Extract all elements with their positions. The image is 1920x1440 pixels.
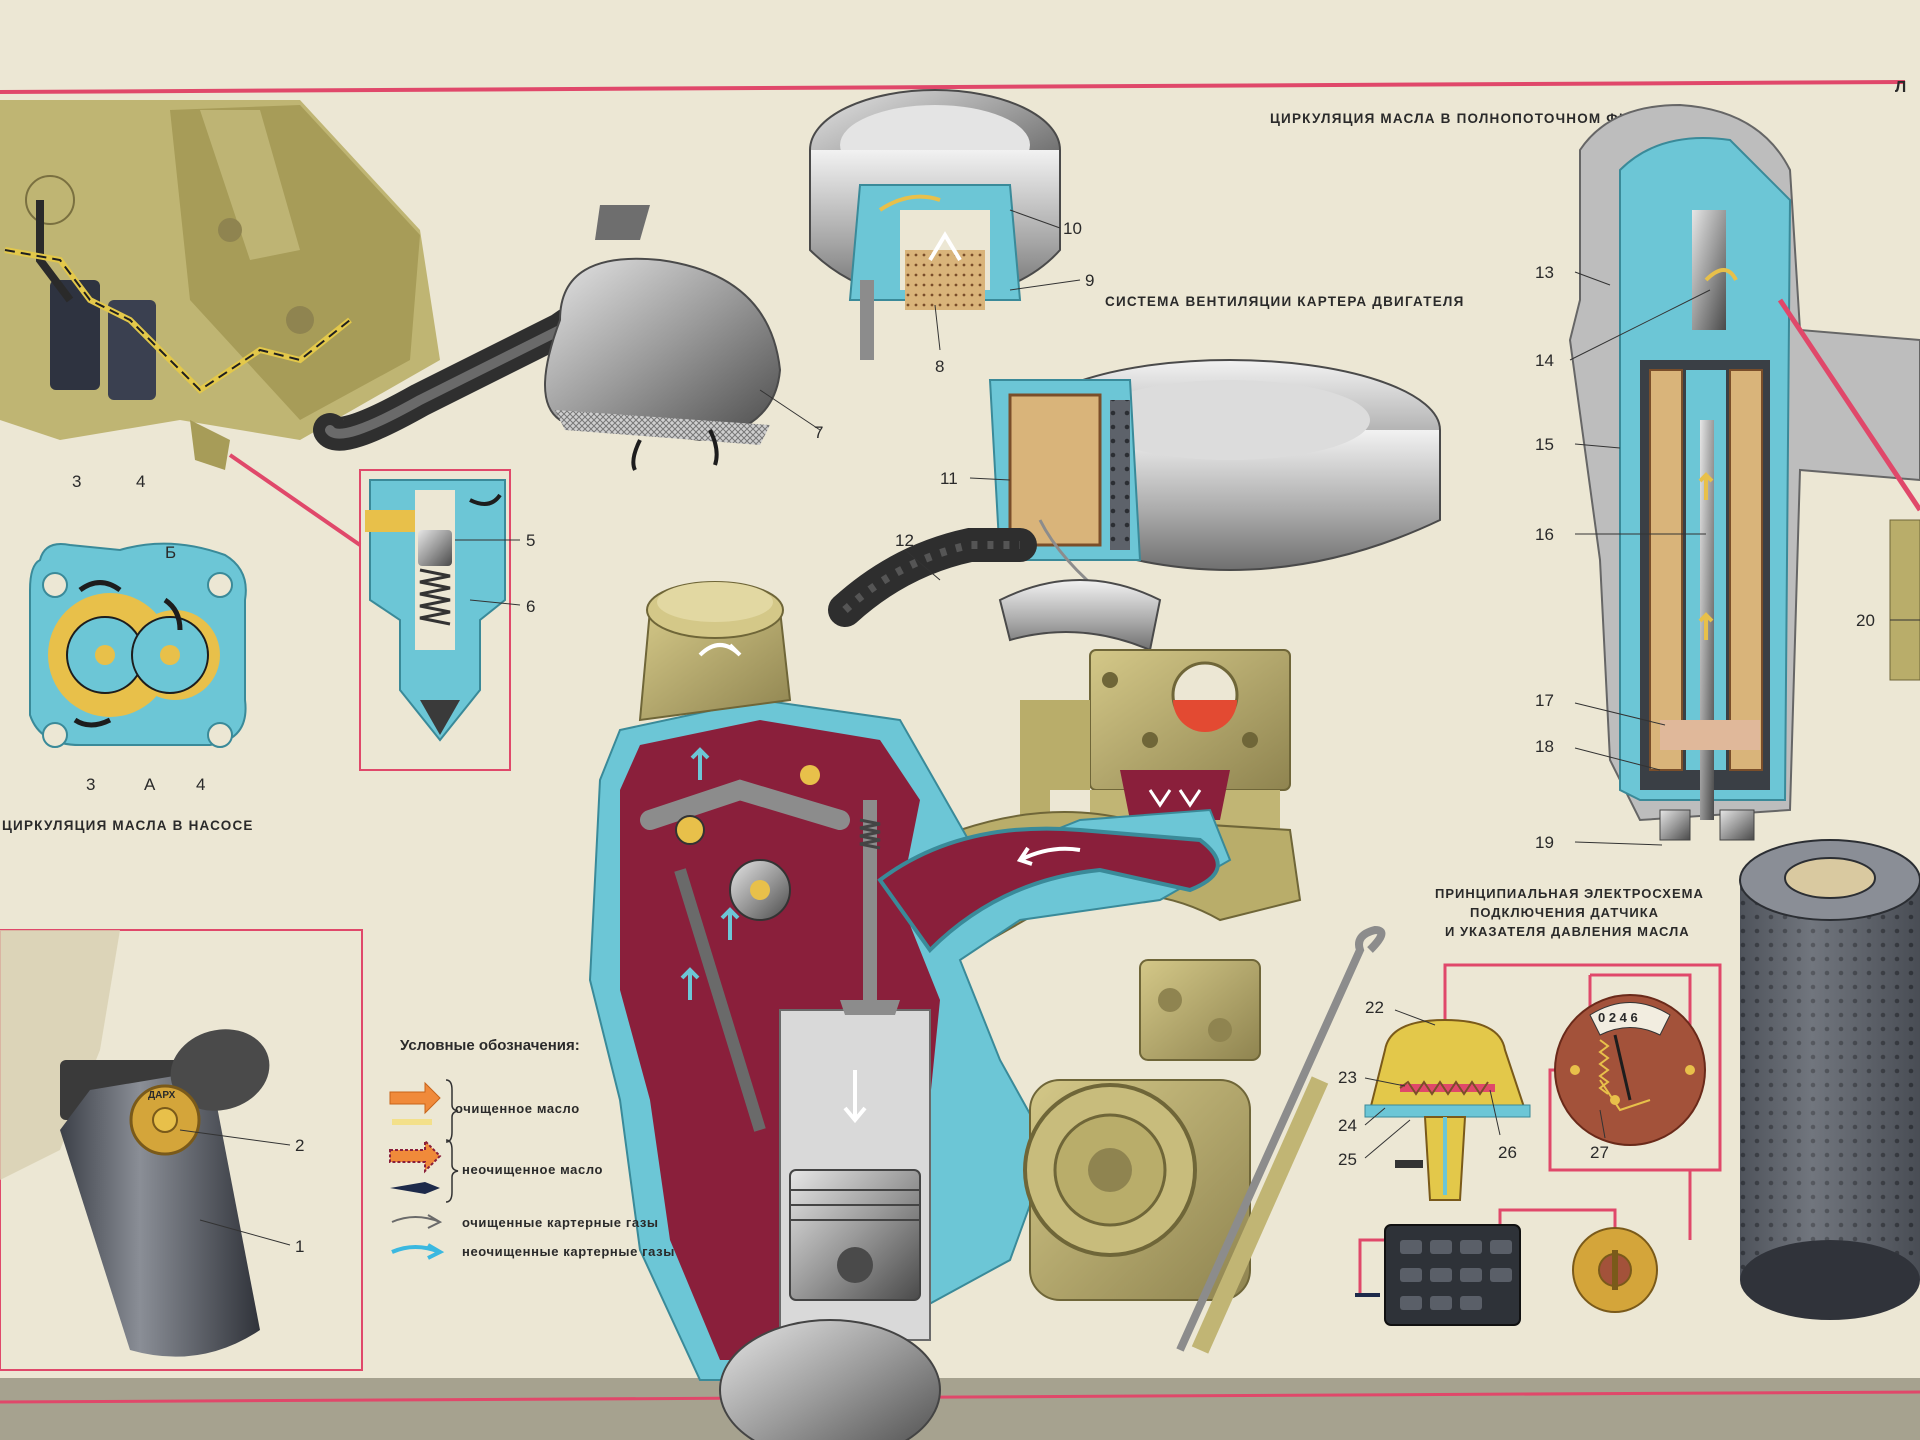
label-24: 24 (1338, 1116, 1357, 1135)
label-25: 25 (1338, 1150, 1357, 1169)
label-1: 1 (295, 1237, 304, 1256)
label-27: 27 (1590, 1143, 1609, 1162)
sensor-marking: ДАРХ (148, 1090, 176, 1101)
valve-inset-frame (359, 469, 511, 771)
oil-pump-assembly (0, 100, 440, 470)
legend: Условные обозначения: очищенное масло не… (389, 1037, 675, 1260)
reducing-valve (365, 479, 506, 742)
legend-clean-gas-arrow (391, 1214, 443, 1229)
caption-electro-1: ПРИНЦИПИАЛЬНАЯ ЭЛЕКТРОСХЕМА (1435, 886, 1704, 901)
label-5: 5 (526, 531, 535, 550)
legend-title: Условные обозначения: (400, 1037, 580, 1054)
label-26: 26 (1498, 1143, 1517, 1162)
label-8: 8 (935, 357, 944, 376)
label-20: 20 (1856, 611, 1875, 630)
label-18: 18 (1535, 737, 1554, 756)
filter-element (1739, 839, 1920, 1320)
legend-dirty-oil: неочищенное масло (462, 1162, 603, 1177)
fuse-block (1355, 1224, 1521, 1326)
label-15: 15 (1535, 435, 1554, 454)
label-2: 2 (295, 1136, 304, 1155)
label-14: 14 (1535, 351, 1554, 370)
caption-pump-circulation: ЦИРКУЛЯЦИЯ МАСЛА В НАСОСЕ (2, 818, 254, 833)
oil-filler-neck (638, 581, 792, 722)
engine-section (588, 698, 1232, 1440)
filler-cap-filter (809, 89, 1061, 360)
label-13: 13 (1535, 263, 1554, 282)
pump-to-valve-link (228, 453, 362, 547)
legend-clean-oil-arrow (389, 1081, 441, 1115)
pump-label-3: 3 (86, 775, 95, 794)
legend-dirty-oil-arrow (389, 1138, 442, 1174)
legend-clean-gases: очищенные картерные газы (462, 1215, 659, 1230)
label-10: 10 (1063, 219, 1082, 238)
legend-dirty-gases: неочищенные картерные газы (462, 1244, 675, 1259)
caption-crankcase-ventilation: СИСТЕМА ВЕНТИЛЯЦИИ КАРТЕРА ДВИГАТЕЛЯ (1105, 294, 1464, 309)
pump-cross-section (29, 542, 247, 748)
label-3-top: 3 (72, 472, 81, 491)
corner-mark: Л (1895, 79, 1906, 96)
legend-dirty-gas-arrow (391, 1243, 445, 1260)
pressure-sensor (1364, 1018, 1531, 1201)
gauge-scale: 0 2 4 6 (1598, 1010, 1638, 1025)
label-22: 22 (1365, 998, 1384, 1017)
legend-clean-oil: очищенное масло (455, 1101, 580, 1116)
label-16: 16 (1535, 525, 1554, 544)
caption-electro-3: И УКАЗАТЕЛЯ ДАВЛЕНИЯ МАСЛА (1445, 924, 1690, 939)
oil-filter-section (1568, 103, 1920, 841)
label-17: 17 (1535, 691, 1554, 710)
label-12: 12 (895, 531, 914, 550)
alternator (1023, 959, 1261, 1301)
label-7: 7 (814, 423, 823, 442)
legend-dirty-oil-dark-arrow (390, 1182, 440, 1194)
air-cleaner (988, 359, 1441, 652)
label-4-top: 4 (136, 472, 145, 491)
caption-filter-circulation: ЦИРКУЛЯЦИЯ МАСЛА В ПОЛНОПОТОЧНОМ ФИЛЬТРЕ (1270, 111, 1680, 126)
frame-top-line (0, 80, 1906, 94)
filter-red-link (1777, 298, 1920, 512)
dipstick (1176, 925, 1386, 1352)
label-23: 23 (1338, 1068, 1357, 1087)
ignition-switch (1572, 1227, 1658, 1313)
label-6: 6 (526, 597, 535, 616)
sensor-inset: ДАРХ (0, 930, 270, 1357)
pump-label-a: А (144, 775, 156, 794)
caption-electro-2: ПОДКЛЮЧЕНИЯ ДАТЧИКА (1470, 905, 1659, 920)
label-19: 19 (1535, 833, 1554, 852)
pressure-gauge: 0 2 4 6 (1554, 994, 1706, 1146)
frame-bottom-line (0, 1390, 1920, 1404)
label-9: 9 (1085, 271, 1094, 290)
oil-pickup (313, 205, 782, 471)
pump-label-b: Б (165, 543, 176, 562)
label-11: 11 (940, 469, 958, 488)
pump-label-4: 4 (196, 775, 205, 794)
